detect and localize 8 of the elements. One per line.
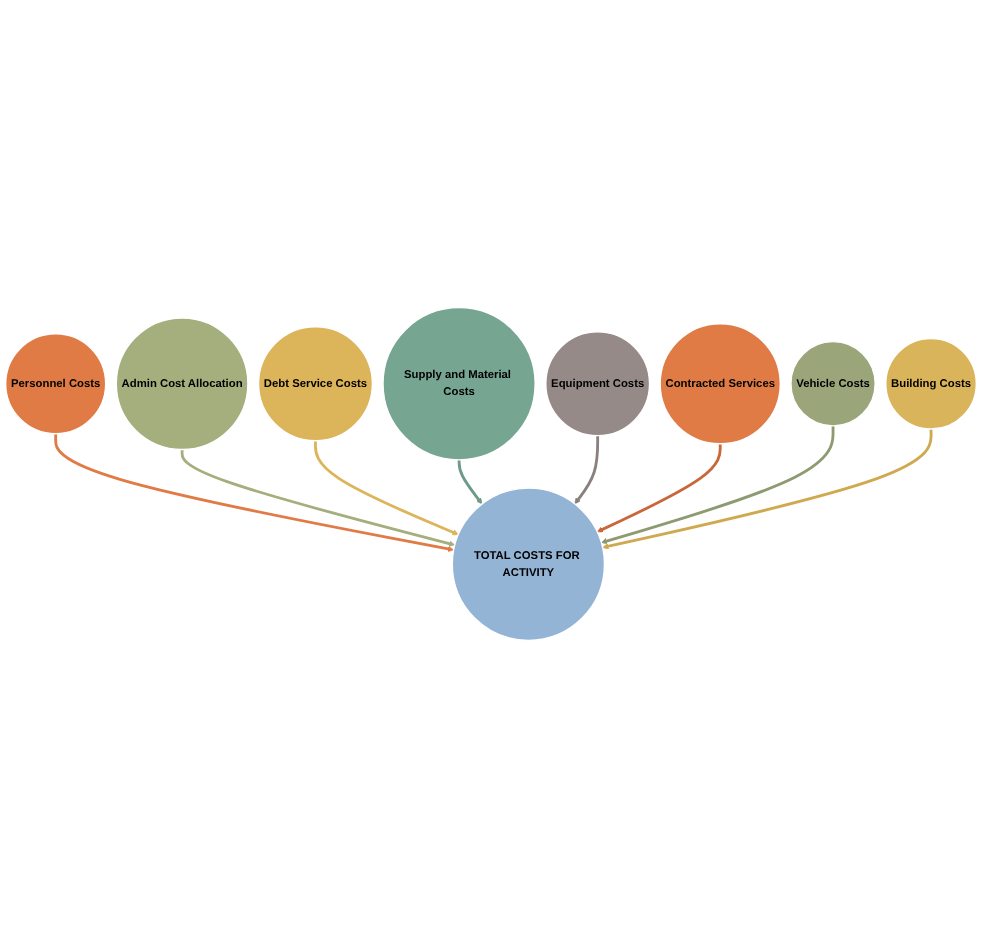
arrow <box>596 442 722 532</box>
arrow <box>601 424 835 544</box>
arrow <box>457 458 483 504</box>
arrow <box>54 432 454 551</box>
arrow <box>180 448 456 546</box>
arrow <box>314 439 459 535</box>
arrow <box>574 434 600 504</box>
arrow <box>602 428 933 549</box>
